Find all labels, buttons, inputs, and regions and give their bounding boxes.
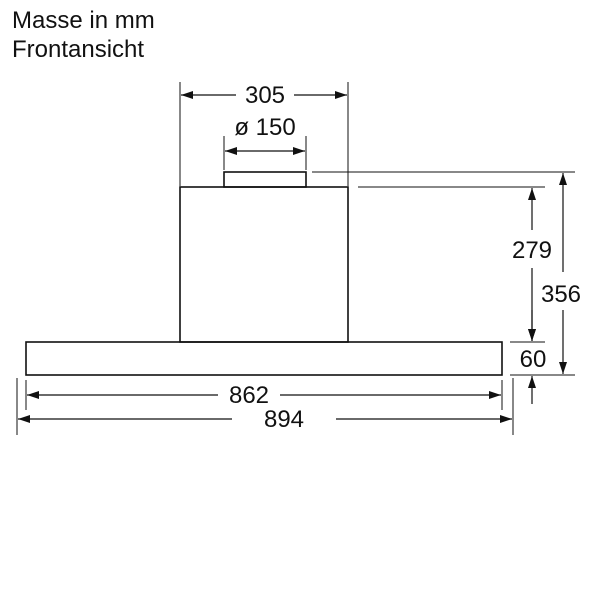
dimension-total-height: 356 [541, 173, 581, 374]
label-body-height: 279 [512, 237, 552, 264]
label-total-height: 356 [541, 281, 581, 308]
label-base-inner-width: 862 [229, 382, 269, 409]
dimension-base-outer-width: 894 [18, 406, 512, 433]
dimension-base-inner-width: 862 [27, 382, 501, 409]
drawing-header: Masse in mm Frontansicht [12, 6, 155, 64]
dimension-body-width: 305 [181, 82, 347, 109]
units-title: Masse in mm [12, 7, 155, 34]
duct-collar [223, 171, 307, 188]
label-base-height: 60 [520, 346, 547, 373]
hood-outline [25, 171, 503, 376]
extension-lines [16, 82, 575, 435]
label-base-outer-width: 894 [264, 406, 304, 433]
dimension-base-height: 60 [520, 310, 547, 404]
dimension-duct-diameter: ø 150 [225, 114, 305, 155]
canopy-base [25, 341, 503, 376]
view-subtitle: Frontansicht [12, 36, 145, 63]
label-body-width: 305 [245, 82, 285, 109]
label-duct-diameter: ø 150 [234, 114, 295, 141]
chimney-body [179, 186, 349, 343]
